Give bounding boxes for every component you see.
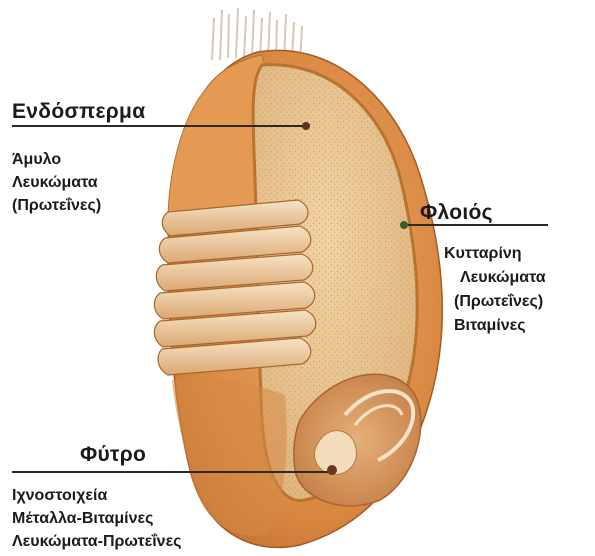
endosperm-title: Ενδόσπερμα xyxy=(12,100,145,124)
husk-lower xyxy=(172,378,287,536)
endosperm-pointer-dot xyxy=(302,122,310,130)
husk-pointer-dot xyxy=(400,221,408,229)
germ-items: Ιχνοστοιχεία Μέταλλα-Βιταμίνες Λευκώματα… xyxy=(12,484,181,553)
husk-title: Φλοιός xyxy=(420,201,493,225)
husk-item: Λευκώματα xyxy=(460,266,546,290)
endosperm-item: Άμυλο xyxy=(12,148,101,171)
germ-item: Ιχνοστοιχεία xyxy=(12,484,181,507)
germ-item: Μέταλλα-Βιταμίνες xyxy=(12,507,181,530)
husk-items: Κυτταρίνη Λευκώματα (Πρωτεΐνες) Βιταμίνε… xyxy=(448,242,546,338)
endosperm-items: Άμυλο Λευκώματα (Πρωτεΐνες) xyxy=(12,148,101,217)
germ-title: Φύτρο xyxy=(80,443,146,467)
bran-layers xyxy=(154,200,315,375)
husk-item: Κυτταρίνη xyxy=(444,242,546,266)
endosperm-item: Λευκώματα xyxy=(12,171,101,194)
germ-item: Λευκώματα-Πρωτεΐνες xyxy=(12,530,181,553)
germ-pointer-dot xyxy=(327,465,337,475)
husk-item: (Πρωτεΐνες) xyxy=(454,290,546,314)
husk-item: Βιταμίνες xyxy=(454,314,546,338)
endosperm-item: (Πρωτεΐνες) xyxy=(12,194,101,217)
